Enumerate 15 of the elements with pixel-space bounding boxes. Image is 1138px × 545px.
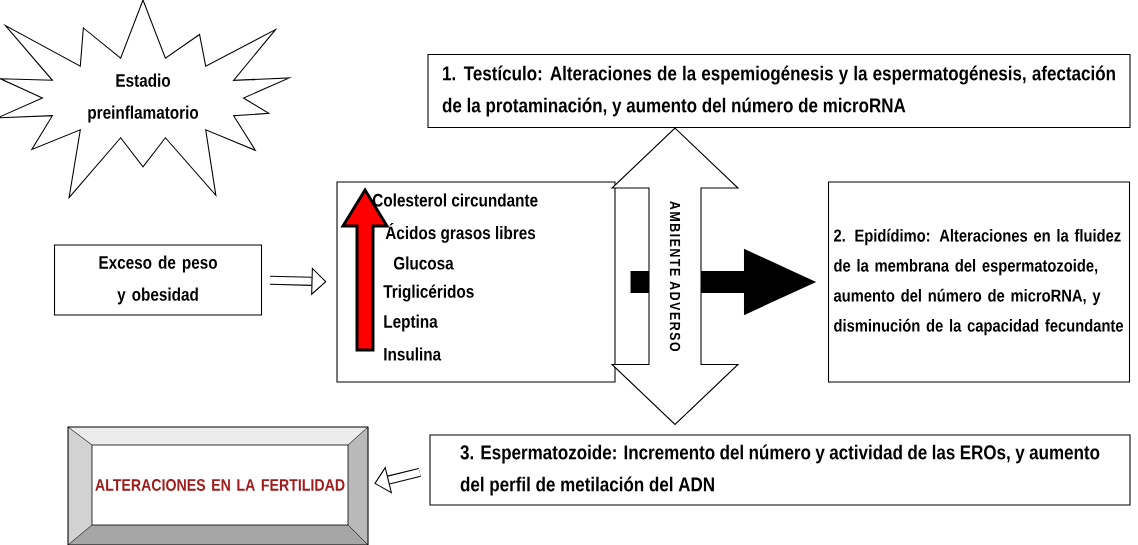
- starburst: Estadio preinflamatorio: [0, 0, 292, 200]
- process-box: 2. Epidídimo: Alteraciones en la fluidez de la membrana del espermatozoide, aumento del número de microRNA, y disminución de la capacidad fecundante: [827, 181, 1131, 383]
- node-label: Colesterol circundante: [372, 193, 538, 207]
- node-label: Insulina: [384, 347, 442, 361]
- process-box: Exceso de peso y obesidad: [53, 244, 263, 316]
- process-box: 1. Testículo: Alteraciones de la espemiogénesis y la espermatogénesis, afectación de la protaminación, y aumento del número de microRNA: [427, 53, 1131, 129]
- node-label: Glucosa: [393, 256, 454, 270]
- node-label: Ácidos grasos libres: [385, 223, 536, 243]
- process-box: 3. Espermatozoide: Incremento del número y actividad de las EROs, y aumento del perfil de metilación del ADN: [429, 434, 1131, 506]
- beveled-box: ALTERACIONES EN LA FERTILIDAD: [67, 426, 369, 545]
- list-box: Colesterol circundante Ácidos grasos libres Glucosa Triglicéridos Leptina Insulina: [336, 181, 616, 383]
- node-label: Triglicéridos: [383, 284, 474, 302]
- node-label: Leptina: [384, 314, 438, 332]
- edge-label: AMBIENTE ADVERSO: [669, 201, 681, 352]
- double-arrow: [610, 127, 740, 426]
